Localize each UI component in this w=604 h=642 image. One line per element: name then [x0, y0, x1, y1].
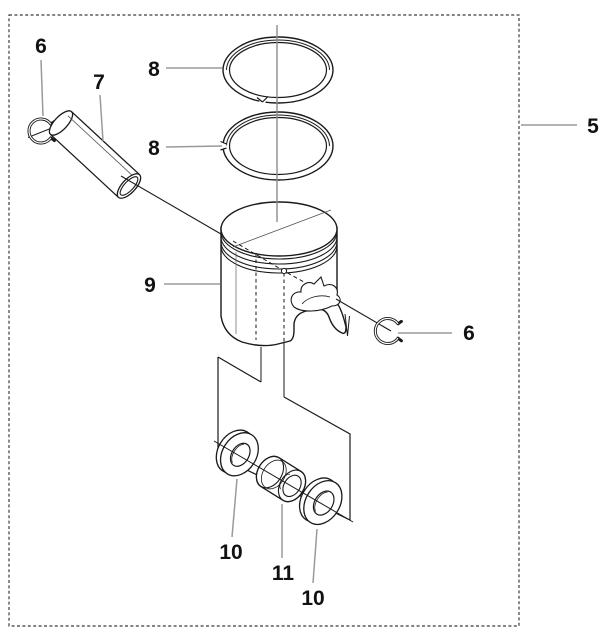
callout-labels: 5 6 7 8 8 9 6 10 11 10 — [35, 35, 599, 610]
leader-10-left — [231, 478, 238, 538]
ring-groove — [220, 236, 338, 265]
piston-ring-upper — [222, 36, 334, 105]
circlip-right — [373, 317, 403, 345]
washer-left — [215, 429, 259, 477]
callout-label-10-left: 10 — [219, 541, 242, 564]
piston-pin — [48, 110, 142, 199]
ring-groove — [220, 231, 338, 260]
callout-label-10-right: 10 — [301, 587, 324, 610]
assembly-boundary-box — [8, 14, 520, 627]
callout-label-8-top: 8 — [148, 58, 160, 81]
leader-10-right — [312, 528, 318, 584]
ring-groove — [220, 241, 338, 270]
leader-8-bottom — [165, 145, 223, 148]
pin-axis-line — [120, 175, 234, 242]
ring-groove — [220, 245, 338, 274]
callout-label-11: 11 — [272, 562, 295, 585]
leader-6-top — [40, 59, 44, 117]
piston-ring-lower — [220, 111, 334, 181]
callout-label-5: 5 — [587, 115, 599, 138]
bearing-axis-line — [213, 440, 354, 523]
ring-gap — [220, 142, 227, 150]
washer-right — [298, 477, 343, 526]
pin-axis-line — [335, 298, 392, 332]
piston — [220, 201, 350, 347]
leader-7 — [99, 94, 104, 142]
callout-label-6-right: 6 — [463, 322, 475, 345]
skirt-edge — [344, 313, 350, 337]
callout-label-9: 9 — [144, 274, 156, 297]
pin-bore-center — [280, 267, 288, 275]
leader-lines — [40, 59, 577, 584]
piston-crown — [220, 201, 338, 257]
callout-label-8-bottom: 8 — [148, 137, 160, 160]
callout-label-7: 7 — [93, 71, 105, 94]
callout-label-6-top: 6 — [35, 35, 47, 58]
